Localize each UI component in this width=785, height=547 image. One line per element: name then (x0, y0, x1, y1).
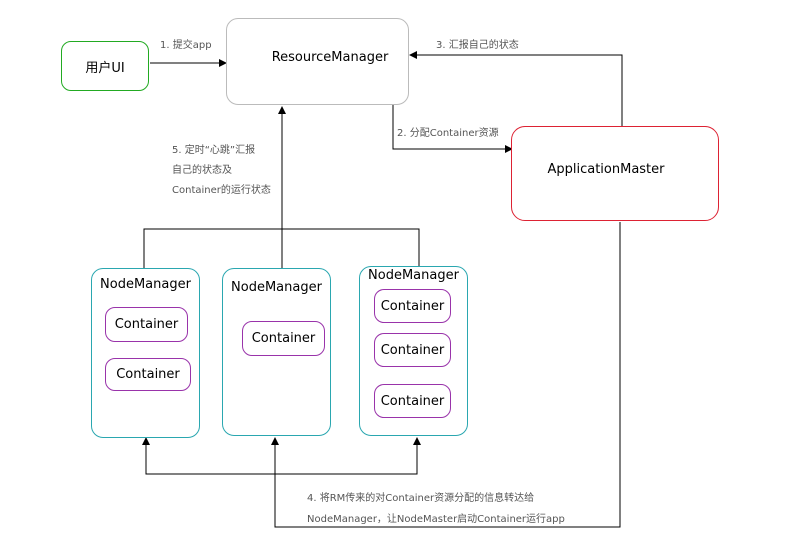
edge-label-submit: 1. 提交app (160, 40, 212, 51)
edge-label-heartbeat-3: Container的运行状态 (172, 185, 271, 196)
container: Container (374, 289, 451, 323)
edge-launch-main (271, 222, 621, 528)
edge-label-allocate: 2. 分配Container资源 (397, 128, 499, 139)
edge-label-report: 3. 汇报自己的状态 (436, 40, 519, 51)
edge-launch-branch1 (142, 437, 275, 475)
application-master-label: ApplicationMaster (547, 162, 665, 177)
container: Container (374, 384, 451, 418)
edge-launch-branch3 (275, 437, 421, 475)
node-manager-3-title: NodeManager (368, 268, 459, 283)
node-manager-1-title: NodeManager (100, 277, 191, 292)
resource-manager-node: ResourceManager (226, 18, 409, 105)
container-label: Container (114, 317, 179, 332)
node-manager-2-title: NodeManager (231, 280, 322, 295)
node-manager-1: NodeManager Container Container (91, 268, 200, 438)
edge-allocate (392, 105, 513, 153)
container: Container (242, 321, 325, 356)
edge-label-launch-2: NodeManager，让NodeMaster启动Container运行app (307, 514, 565, 525)
client-node: 用户UI (61, 41, 149, 91)
resource-manager-label: ResourceManager (271, 50, 389, 65)
container-label: Container (380, 298, 445, 314)
application-master-node: ApplicationMaster (511, 126, 719, 221)
edge-label-launch-1: 4. 将RM传来的对Container资源分配的信息转达给 (307, 493, 535, 504)
container: Container (374, 333, 451, 367)
container: Container (105, 307, 188, 342)
client-label: 用户UI (85, 60, 125, 76)
container-label: Container (380, 393, 445, 409)
container-label: Container (380, 342, 445, 358)
node-manager-3: NodeManager Container Container Containe… (359, 266, 468, 436)
container-label: Container (251, 331, 316, 346)
edge-label-heartbeat-2: 自己的状态及 (172, 165, 232, 176)
node-manager-2: NodeManager Container (222, 268, 331, 436)
container: Container (105, 358, 191, 391)
container-label: Container (116, 367, 180, 382)
edge-report (409, 51, 623, 127)
edge-label-heartbeat-1: 5. 定时“心跳”汇报 (172, 145, 256, 156)
